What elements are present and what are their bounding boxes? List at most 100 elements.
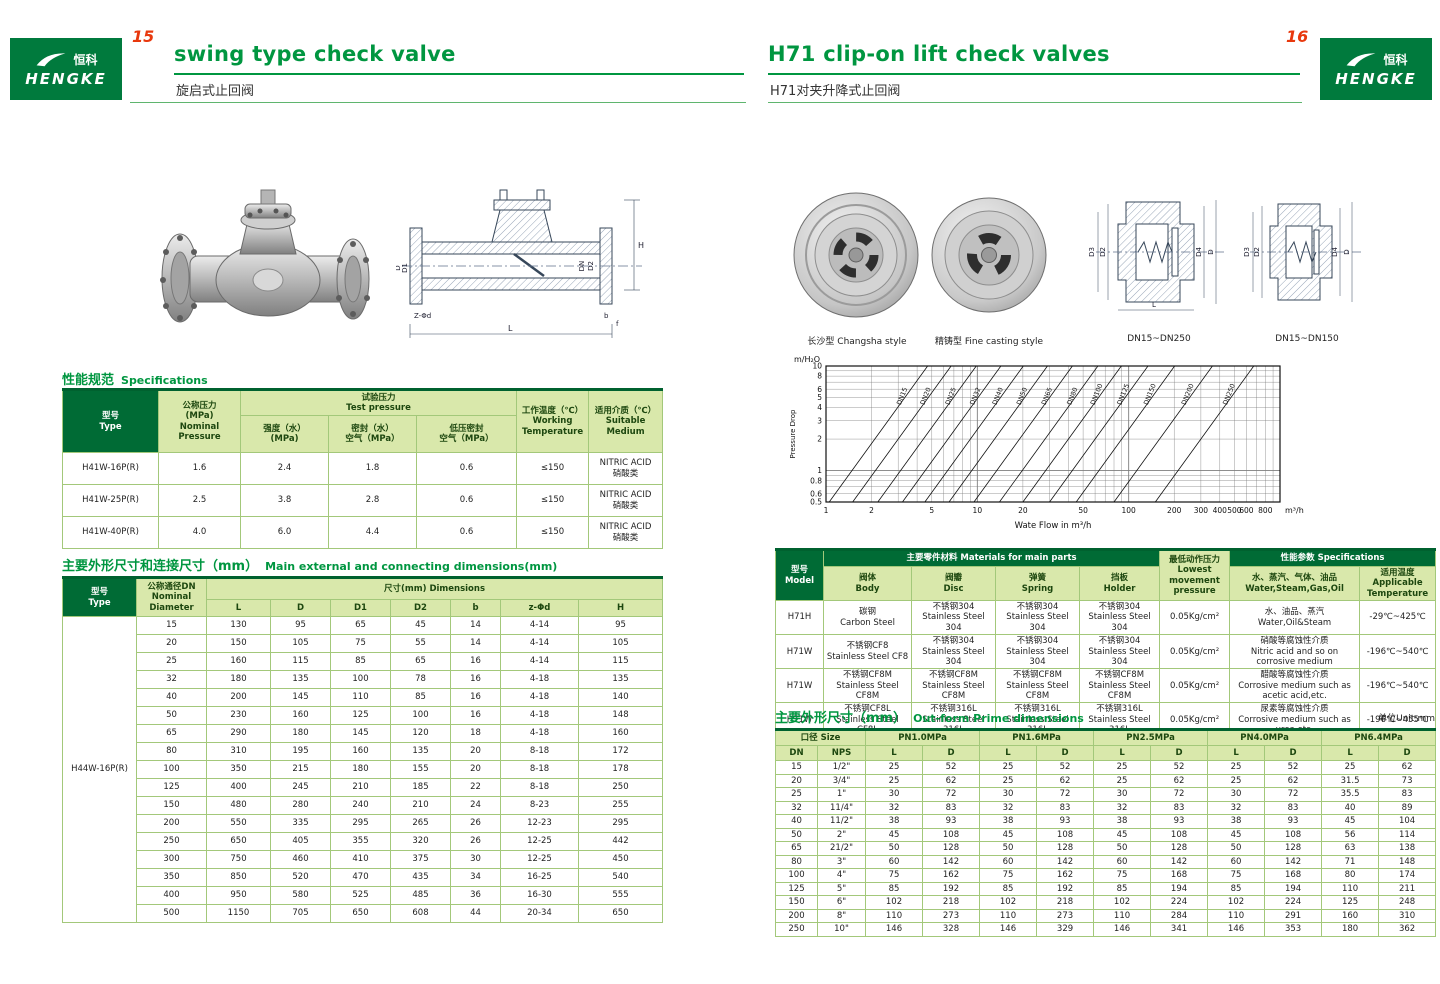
table-cell: 72	[1264, 787, 1323, 802]
dim-label-D4: D4	[1331, 247, 1339, 257]
table-cell: 12-23	[500, 814, 579, 833]
header-L: L	[1321, 745, 1380, 761]
table-cell: 2.4	[240, 452, 329, 485]
table-cell: 194	[1150, 881, 1209, 896]
table-cell: 40	[136, 688, 207, 707]
header-seal-water-air: 密封（水） 空气（MPa）	[328, 415, 417, 453]
header-D: D	[1150, 745, 1209, 761]
table-cell: 291	[1264, 908, 1323, 923]
table-cell: 160	[206, 652, 271, 671]
drawing-caption-dn-range-small: DN15~DN150	[1275, 334, 1339, 344]
table-cell: 168	[1150, 868, 1209, 883]
table-cell: 32	[865, 800, 923, 815]
svg-text:50: 50	[1078, 506, 1088, 515]
table-cell: 50	[979, 841, 1038, 856]
table-cell: NITRIC ACID 硝酸类	[588, 516, 664, 549]
table-cell: 25	[1093, 773, 1152, 788]
table-cell: 85	[865, 881, 923, 896]
table-cell: 353	[1264, 922, 1323, 937]
table-cell: 35.5	[1321, 787, 1380, 802]
table-cell: 83	[921, 800, 981, 815]
table-cell: 555	[577, 886, 664, 905]
table-cell: 210	[330, 778, 391, 797]
table-cell: 不锈钢CF8 Stainless Steel CF8	[823, 634, 912, 670]
svg-text:m³/h: m³/h	[1285, 506, 1304, 515]
table-cell: 162	[921, 868, 981, 883]
table-cell: 350	[136, 868, 207, 887]
table-cell: 25	[136, 652, 207, 671]
table-cell: 185	[390, 778, 451, 797]
svg-text:3: 3	[817, 416, 822, 425]
section-title-cn: 性能规范	[62, 373, 115, 388]
table-cell: 192	[1036, 881, 1095, 896]
table-cell: 38	[1207, 814, 1266, 829]
svg-text:400: 400	[1213, 506, 1228, 515]
table-cell: 115	[577, 652, 664, 671]
table-cell: 341	[1150, 922, 1209, 937]
table-cell: 1.8	[328, 452, 417, 485]
brand-name-en: HENGKE	[25, 69, 107, 88]
svg-text:0.6: 0.6	[810, 489, 822, 498]
table-cell: 4"	[817, 868, 866, 883]
table-cell: 525	[330, 886, 391, 905]
header-low-pressure-seal: 低压密封 空气（MPa）	[415, 415, 518, 453]
table-cell: 52	[1264, 760, 1323, 775]
table-cell: 4-18	[500, 706, 579, 725]
svg-text:300: 300	[1194, 506, 1209, 515]
table-cell: 85	[1093, 881, 1152, 896]
table-cell: 410	[330, 850, 391, 869]
table-cell: 405	[270, 832, 331, 851]
svg-text:m/H₂O: m/H₂O	[794, 355, 820, 364]
table-cell: 碳钢 Carbon Steel	[823, 600, 912, 636]
table-cell: 100	[390, 706, 451, 725]
table-cell: 32	[1093, 800, 1152, 815]
table-cell: 4-14	[500, 634, 579, 653]
table-cell: 135	[390, 742, 451, 761]
leaf-logo-icon	[1347, 53, 1376, 67]
table-cell: 215	[270, 760, 331, 779]
dim-label-D3: D3	[1243, 247, 1251, 257]
table-cell: 16	[450, 706, 501, 725]
table-cell: 31.5	[1321, 773, 1380, 788]
header-pn40: PN4.0MPa	[1207, 729, 1323, 746]
header-materials: 主要零件材料 Materials for main parts	[822, 549, 1161, 567]
table-cell: 200	[136, 814, 207, 833]
header-medium: 水、蒸汽、气体、油品 Water,Steam,Gas,Oil	[1229, 565, 1361, 602]
table-cell: 30	[865, 787, 923, 802]
svg-text:4: 4	[817, 403, 822, 412]
svg-text:2: 2	[817, 435, 822, 444]
table-cell: 218	[1036, 895, 1095, 910]
table-cell: 110	[1321, 881, 1380, 896]
table-cell: 75	[865, 868, 923, 883]
table-cell: 26	[450, 832, 501, 851]
table-cell: 195	[270, 742, 331, 761]
svg-text:0.5: 0.5	[810, 498, 822, 507]
table-cell: 250	[577, 778, 664, 797]
table-cell: 145	[270, 688, 331, 707]
header-dn: DN	[775, 745, 818, 761]
table-cell: 355	[330, 832, 391, 851]
table-cell: ≤150	[516, 516, 590, 549]
table-cell: 60	[865, 854, 923, 869]
table-cell: 72	[1150, 787, 1209, 802]
dimensions-table: 型号 Type 公称通径DN Nominal Diameter 尺寸(mm) D…	[62, 576, 664, 923]
table-cell: 125	[330, 706, 391, 725]
table-cell: 不锈钢304 Stainless Steel 304	[1078, 634, 1161, 670]
section-title-en: Main external and connecting dimensions(…	[265, 560, 558, 573]
right-page-subtitle: H71对夹升降式止回阀	[770, 84, 901, 99]
table-cell: 250	[775, 922, 818, 937]
table-cell: 醋酸等腐蚀性介质 Corrosive medium such as acetic…	[1229, 668, 1361, 704]
table-cell: 3"	[817, 854, 866, 869]
table-cell: 135	[577, 670, 664, 689]
unit-label: 单位Unit:mm	[1378, 714, 1435, 724]
table-cell: 155	[390, 760, 451, 779]
table-cell: 300	[136, 850, 207, 869]
table-cell: 71	[1321, 854, 1380, 869]
table-cell: 65	[390, 652, 451, 671]
